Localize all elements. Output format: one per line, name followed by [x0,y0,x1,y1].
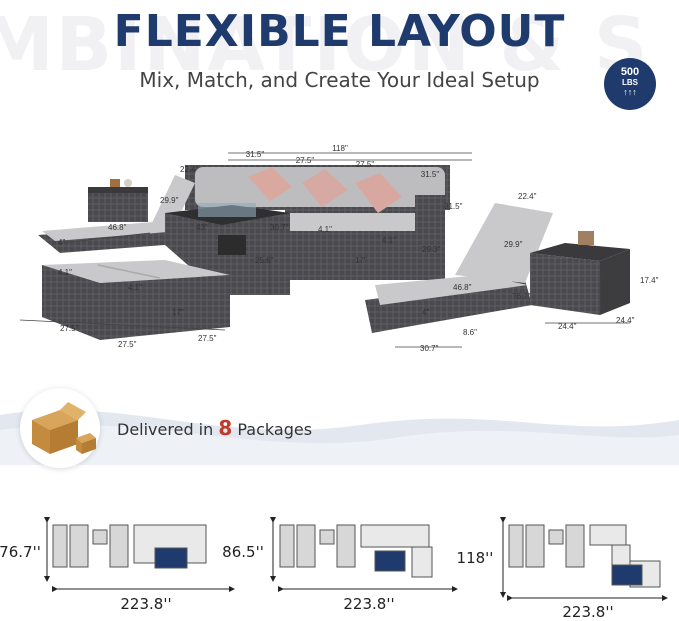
dim-right-lounger-length: 46.8" [453,283,472,292]
dim-ottoman-height: 17" [172,308,184,317]
sofa-seat-cushion [285,213,435,231]
dim-right-lounger-side: 8.6" [463,328,477,337]
layout-2-width: 223.8'' [343,595,394,613]
sectional-sofa [185,165,450,280]
layout-1-height: 76.7'' [0,543,41,561]
dim-sofa-depth: 31.5" [444,202,463,211]
dim-sofa-seg-1: 31.5" [246,150,265,159]
dimension-lines [19,152,630,348]
background-watermark-text: MBINATION & S [0,2,650,88]
right-chaise-lounge [365,203,553,333]
dim-ottoman-seat-2: 4.1" [128,283,142,292]
dim-sofa-total: 118" [332,144,348,153]
wave-background [0,410,679,465]
dim-side-table-w: 24.4" [558,322,577,331]
page-title: FLEXIBLE LAYOUT [113,6,566,57]
layout-1-width: 223.8'' [120,595,171,613]
ottomans [42,260,230,340]
dim-right-lounger-leg: 4" [422,308,429,317]
fire-pit-table [165,203,290,295]
dim-side-table-d: 24.4" [616,316,635,325]
delivery-prefix: Delivered in [117,420,214,439]
up-arrows-icon: ↑↑↑ [623,87,637,97]
dim-fire-table-height: 25.6" [255,256,274,265]
pillow-1 [248,167,292,201]
dim-right-lounger-total: 76.7" [512,292,531,301]
badge-value: 500 [620,66,640,78]
dim-right-lounger-width: 30.7" [420,344,439,353]
page-subtitle: Mix, Match, and Create Your Ideal Setup [139,68,540,92]
furniture-scene: 118" 31.5" 27.5" 27.5" 31.5" 22.4" 29.9"… [19,144,659,353]
dim-side-table-height: 17.4" [640,276,659,285]
layout-option-2: 86.5'' 223.8'' [222,517,458,613]
dim-left-lounger-leg: 4" [58,238,65,247]
dim-sofa-seg-4: 31.5" [421,170,440,179]
dim-sofa-seg-3: 27.5" [356,160,375,169]
dim-corner-height: 29.3" [422,245,441,254]
left-side-table [88,179,148,222]
dim-sofa-height: 17" [355,256,367,265]
dim-fire-table-a: 43" [196,223,208,232]
dim-right-lounger-depth: 22.4" [518,192,537,201]
sofa-arm [415,195,445,280]
pillow-2 [302,169,348,207]
dim-ottoman-w2: 27.5" [118,340,137,349]
layout-3-width: 223.8'' [562,603,613,621]
right-side-table [530,231,630,315]
dim-left-lounger-depth: 22.4" [180,165,199,174]
dim-ottoman-w1: 27.5" [60,324,79,333]
package-box-icon [20,388,100,468]
dim-fire-table-b: 30.7" [270,223,289,232]
dim-right-lounger-height: 29.9" [504,240,523,249]
weight-capacity-badge: 500 LBS ↑↑↑ [604,58,656,110]
dim-sofa-seat: 4.1" [382,236,396,245]
dim-sofa-seg-2: 27.5" [296,156,315,165]
layout-2-height: 86.5'' [222,543,264,561]
layout-options: 76.7'' 223.8'' 86.5'' 223.8'' 118'' 223.… [0,517,668,621]
dim-ottoman-w3: 27.5" [198,334,217,343]
dim-left-lounger-length: 46.8" [108,223,127,232]
layout-option-3: 118'' 223.8'' [457,517,668,621]
left-chaise-lounge [38,175,195,253]
badge-unit: LBS [622,78,638,87]
package-count: 8 [218,416,233,440]
layout-option-1: 76.7'' 223.8'' [0,517,235,613]
delivery-suffix: Packages [237,420,313,439]
dim-ottoman-seat: 4.1" [58,268,72,277]
delivery-text: Delivered in 8 Packages [117,416,312,440]
delivery-info: Delivered in 8 Packages [20,388,320,468]
dim-armless-seat: 4.1" [318,225,332,234]
pillow-3 [355,173,402,213]
layout-3-height: 118'' [457,549,494,567]
dim-left-lounger-height: 29.9" [160,196,179,205]
